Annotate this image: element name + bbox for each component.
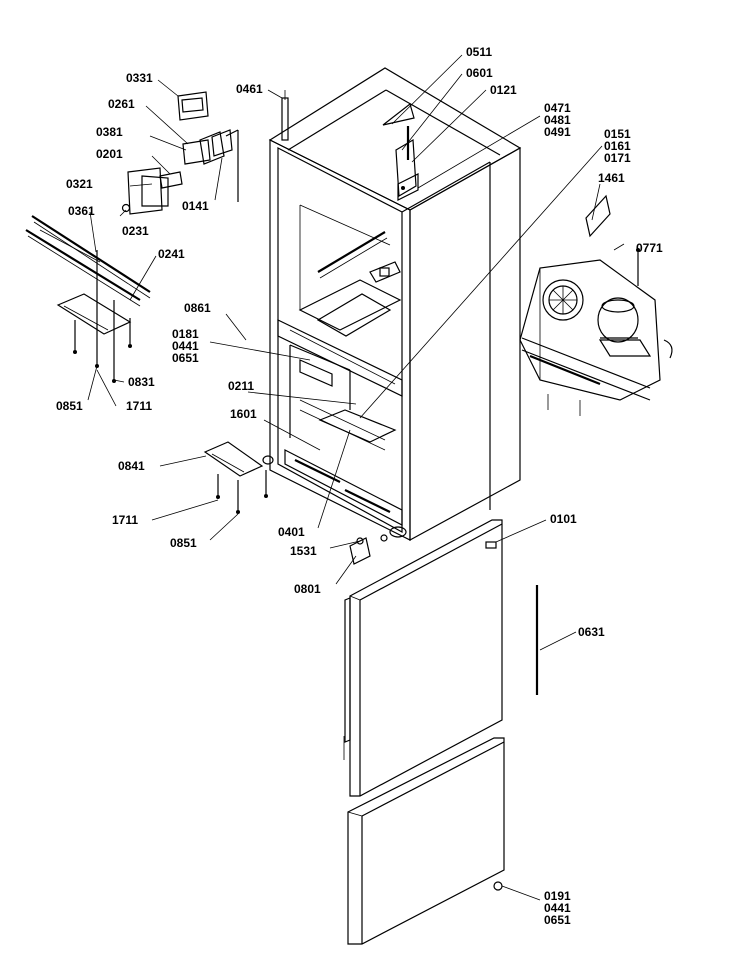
callout-0841: 0841 bbox=[118, 459, 145, 473]
leader-lines bbox=[87, 54, 625, 901]
callout-0121: 0121 bbox=[490, 83, 517, 97]
control-housing bbox=[121, 91, 239, 215]
callout-0381: 0381 bbox=[96, 125, 123, 139]
panel-1461 bbox=[585, 194, 611, 238]
cabinet bbox=[262, 67, 522, 542]
callout-0861: 0861 bbox=[184, 301, 211, 315]
callout-0511: 0511 bbox=[466, 45, 492, 59]
callout-0631: 0631 bbox=[578, 625, 605, 639]
callout-0361: 0361 bbox=[68, 204, 95, 218]
callout-0181: 0181 0441 0651 bbox=[172, 327, 202, 365]
callout-0261: 0261 bbox=[108, 97, 135, 111]
callout-0601: 0601 bbox=[466, 66, 493, 80]
callout-0241: 0241 bbox=[158, 247, 185, 261]
callout-0191: 0191 0441 0651 bbox=[544, 889, 574, 927]
callout-0401: 0401 bbox=[278, 525, 305, 539]
callout-0201: 0201 bbox=[96, 147, 123, 161]
bracket-0841 bbox=[203, 441, 268, 514]
rail-assembly-left bbox=[25, 215, 151, 383]
callout-labels: 0331 0261 0381 0201 0321 0141 0231 0361 … bbox=[56, 45, 663, 927]
callout-0101: 0101 bbox=[550, 512, 577, 526]
lower-door bbox=[347, 737, 505, 945]
callout-0771: 0771 bbox=[636, 241, 663, 255]
machine-compartment bbox=[519, 248, 673, 416]
bottom-hinge bbox=[349, 534, 388, 565]
top-hinge bbox=[382, 102, 419, 201]
screw-0461 bbox=[281, 90, 289, 141]
callout-1601: 1601 bbox=[230, 407, 257, 421]
callout-0151: 0151 0161 0171 bbox=[604, 127, 634, 165]
callout-1461: 1461 bbox=[598, 171, 625, 185]
callout-0231: 0231 bbox=[122, 224, 149, 238]
callout-0851-bottom: 0851 bbox=[170, 536, 197, 550]
callout-1531: 1531 bbox=[290, 544, 317, 558]
callout-0141: 0141 bbox=[182, 199, 209, 213]
callout-0801: 0801 bbox=[294, 582, 321, 596]
callout-0331: 0331 bbox=[126, 71, 153, 85]
upper-door bbox=[343, 519, 503, 797]
callout-0851-left: 0851 bbox=[56, 399, 83, 413]
callout-0321: 0321 bbox=[66, 177, 93, 191]
callout-0211: 0211 bbox=[228, 379, 254, 393]
callout-1711-left: 1711 bbox=[126, 399, 152, 413]
callout-0461: 0461 bbox=[236, 82, 263, 96]
callout-0471: 0471 0481 0491 bbox=[544, 101, 574, 139]
callout-1711-bottom: 1711 bbox=[112, 513, 138, 527]
callout-0831-left: 0831 bbox=[128, 375, 155, 389]
